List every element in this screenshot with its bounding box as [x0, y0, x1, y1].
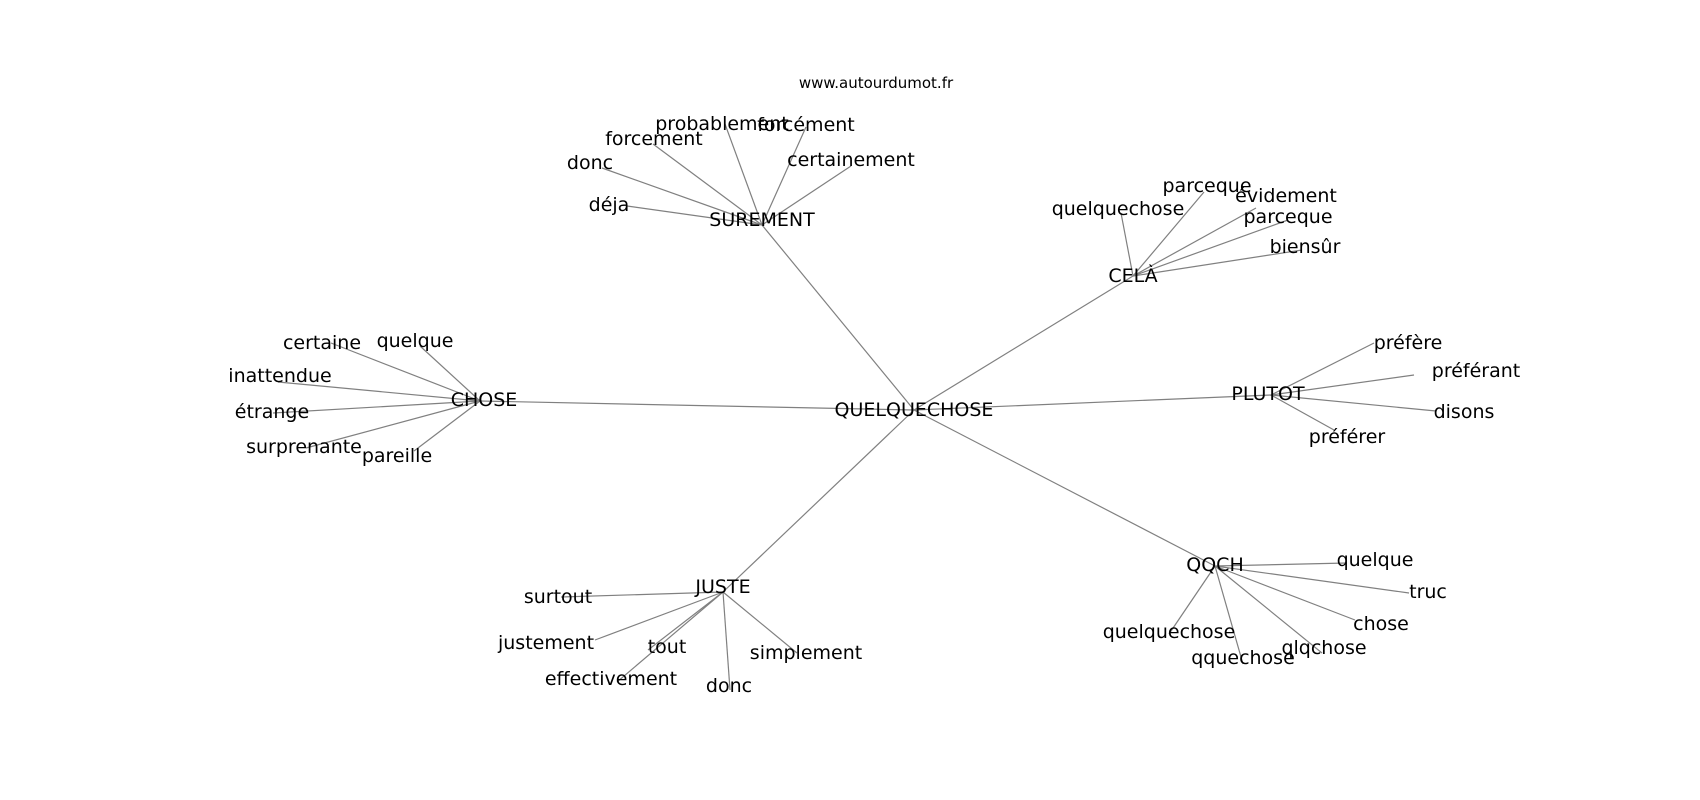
- edge-plutot-leaf-0: [1270, 342, 1375, 396]
- leaf-node-cela-1[interactable]: évidement: [1235, 185, 1337, 207]
- edge-qqch-leaf-0: [1214, 562, 1348, 567]
- edge-chose-leaf-3: [272, 400, 481, 414]
- leaf-node-chose-2[interactable]: inattendue: [228, 365, 331, 387]
- leaf-node-juste-5[interactable]: donc: [706, 675, 752, 697]
- labels-layer: www.autourdumot.fr QUELQUECHOSE SUREMENT…: [228, 74, 1520, 697]
- edge-juste-leaf-4: [616, 591, 724, 683]
- edge-juste-leaf-5: [722, 591, 731, 691]
- hub-node-surement[interactable]: SUREMENT: [709, 209, 815, 231]
- leaf-node-chose-0[interactable]: certaine: [283, 332, 361, 354]
- leaf-node-plutot-1[interactable]: préférant: [1432, 360, 1520, 382]
- leaf-node-qqch-5[interactable]: qquechose: [1191, 647, 1295, 669]
- edge-qqch-leaf-4: [1214, 565, 1323, 654]
- leaf-node-chose-3[interactable]: étrange: [235, 401, 309, 423]
- edge-surement-leaf-1: [761, 126, 807, 226]
- leaf-node-cela-4[interactable]: biensûr: [1270, 236, 1341, 258]
- edge-chose-leaf-4: [305, 400, 481, 449]
- hub-node-juste[interactable]: JUSTE: [694, 576, 750, 598]
- edge-chose-leaf-2: [277, 381, 481, 402]
- hub-node-cela[interactable]: CELÀ: [1108, 264, 1157, 287]
- source-label: www.autourdumot.fr: [799, 74, 954, 92]
- leaf-node-cela-0[interactable]: parceque: [1162, 175, 1251, 197]
- edge-root-chose: [479, 400, 915, 411]
- leaf-node-qqch-3[interactable]: quelquechose: [1103, 621, 1236, 643]
- edge-plutot-leaf-3: [1270, 394, 1335, 431]
- edge-chose-leaf-1: [419, 345, 481, 402]
- edge-cela-leaf-2: [1120, 212, 1134, 277]
- leaf-node-surement-3[interactable]: donc: [567, 152, 613, 174]
- edges-layer: [272, 123, 1437, 691]
- leaf-node-surement-2[interactable]: forcement: [605, 128, 703, 150]
- edge-qqch-leaf-2: [1214, 565, 1356, 621]
- root-node[interactable]: QUELQUECHOSE: [835, 399, 994, 421]
- leaf-node-cela-2[interactable]: quelquechose: [1052, 198, 1185, 220]
- edge-juste-leaf-1: [594, 591, 724, 641]
- edge-surement-leaf-0: [724, 123, 763, 226]
- edge-cela-leaf-3: [1132, 219, 1289, 277]
- edge-root-juste: [722, 409, 915, 593]
- leaf-node-plutot-0[interactable]: préfère: [1374, 332, 1443, 354]
- edge-surement-leaf-4: [761, 165, 852, 226]
- leaf-node-juste-3[interactable]: simplement: [750, 642, 862, 664]
- edge-juste-leaf-2: [647, 591, 724, 651]
- edge-juste-leaf-0: [560, 591, 724, 598]
- edge-cela-leaf-4: [1132, 249, 1303, 277]
- edge-qqch-leaf-1: [1214, 565, 1410, 594]
- leaf-node-juste-2[interactable]: tout: [648, 636, 687, 658]
- edge-plutot-leaf-1: [1270, 374, 1415, 396]
- leaf-node-qqch-1[interactable]: truc: [1409, 581, 1447, 603]
- edge-juste-leaf-3: [722, 591, 798, 654]
- edge-chose-leaf-5: [413, 400, 481, 452]
- edge-qqch-leaf-3: [1168, 565, 1216, 635]
- edge-surement-leaf-3: [601, 167, 763, 226]
- leaf-node-surement-4[interactable]: certainement: [787, 149, 915, 171]
- edge-root-surement: [761, 224, 915, 411]
- leaf-node-qqch-0[interactable]: quelque: [1337, 549, 1414, 571]
- edge-root-plutot: [913, 394, 1272, 411]
- edge-surement-leaf-5: [626, 205, 763, 226]
- leaf-node-juste-4[interactable]: effectivement: [545, 668, 677, 690]
- leaf-node-juste-0[interactable]: surtout: [524, 586, 592, 608]
- leaf-node-cela-3[interactable]: parceque: [1243, 206, 1332, 228]
- edge-cela-leaf-0: [1132, 191, 1205, 277]
- hub-node-chose[interactable]: CHOSE: [451, 389, 518, 411]
- edge-surement-leaf-2: [652, 143, 763, 226]
- leaf-node-surement-1[interactable]: forcément: [757, 114, 855, 136]
- leaf-node-chose-5[interactable]: pareille: [362, 445, 432, 467]
- leaf-node-qqch-2[interactable]: chose: [1353, 613, 1409, 635]
- edge-cela-leaf-1: [1132, 207, 1257, 277]
- edge-root-qqch: [913, 409, 1216, 567]
- leaf-node-qqch-4[interactable]: qlqchose: [1281, 637, 1366, 659]
- leaf-node-juste-1[interactable]: justement: [497, 632, 594, 654]
- leaf-node-plutot-2[interactable]: disons: [1434, 401, 1495, 423]
- leaf-node-chose-4[interactable]: surprenante: [246, 436, 362, 458]
- edge-qqch-leaf-5: [1214, 565, 1244, 665]
- leaf-node-chose-1[interactable]: quelque: [377, 330, 454, 352]
- leaf-node-surement-0[interactable]: probablement: [655, 113, 789, 135]
- hub-node-plutot[interactable]: PLUTOT: [1231, 383, 1305, 405]
- hub-node-qqch[interactable]: QQCH: [1186, 554, 1243, 576]
- leaf-node-plutot-3[interactable]: préférer: [1309, 426, 1386, 448]
- leaf-node-surement-5[interactable]: déja: [589, 194, 630, 216]
- edge-plutot-leaf-2: [1270, 394, 1437, 412]
- edge-chose-leaf-0: [330, 342, 481, 402]
- edge-root-cela: [913, 275, 1134, 411]
